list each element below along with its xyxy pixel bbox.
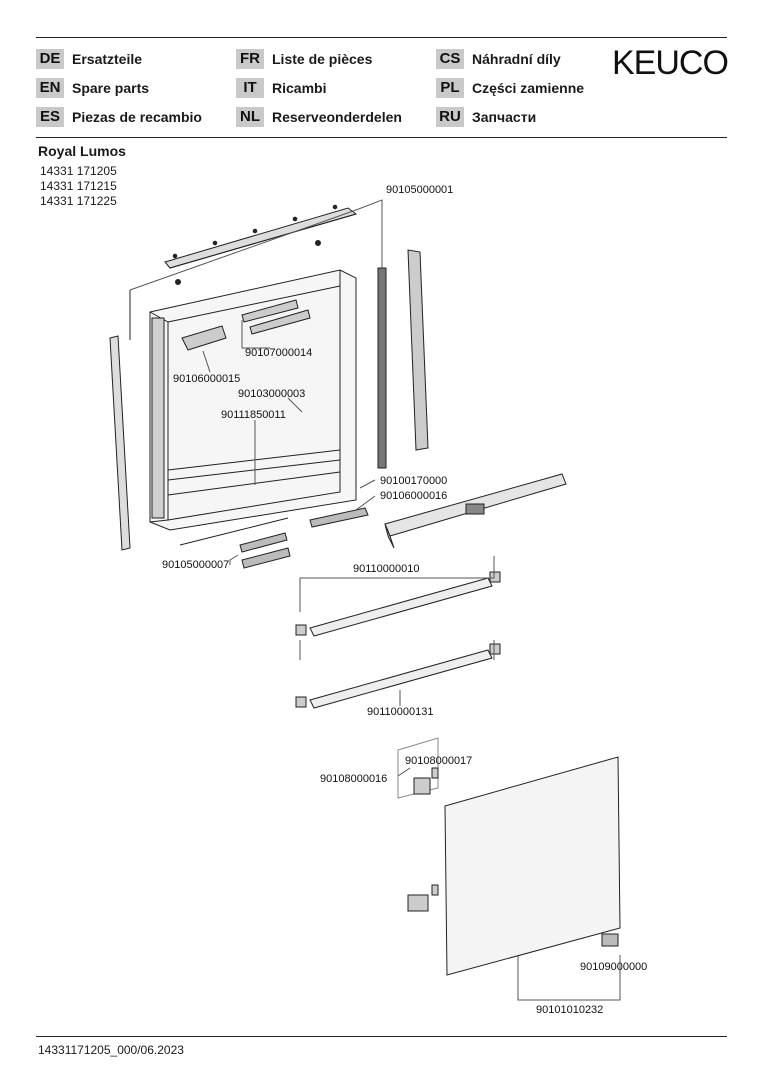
part-label: 90108000016 <box>320 773 387 785</box>
part-label: 90108000017 <box>405 755 472 767</box>
lang-nl: NL Reserveonderdelen <box>236 107 402 127</box>
bracket-parts <box>181 299 311 351</box>
keuco-logo: KEUCO <box>612 44 729 82</box>
screw-icons <box>172 204 338 285</box>
part-label: 90105000007 <box>162 559 229 571</box>
lang-code: FR <box>236 49 264 69</box>
document-code: 14331171205_000/06.2023 <box>38 1043 184 1057</box>
glass-shelf-lower <box>295 643 501 709</box>
part-label: 90110000010 <box>353 563 419 575</box>
lang-code: EN <box>36 78 64 98</box>
lang-label: Części zamienne <box>472 80 585 96</box>
top-cover-strip <box>164 207 358 269</box>
article-number: 14331 171225 <box>40 194 117 208</box>
part-label: 90107000014 <box>245 347 312 359</box>
lang-label: Liste de pièces <box>272 51 373 67</box>
lang-code: RU <box>436 107 464 127</box>
footer-rule <box>36 1036 727 1037</box>
lang-label: Ersatzteile <box>72 51 143 67</box>
part-label: 90103000003 <box>238 388 305 400</box>
article-number: 14331 171205 <box>40 164 117 178</box>
lang-cs: CS Náhradní díly <box>436 49 561 69</box>
lang-label: Spare parts <box>72 80 150 96</box>
lang-es: ES Piezas de recambio <box>36 107 202 127</box>
led-profile <box>377 267 387 469</box>
lang-label: Ricambi <box>272 80 327 96</box>
lang-code: NL <box>236 107 264 127</box>
article-number: 14331 171215 <box>40 179 117 193</box>
part-label: 90101010232 <box>536 1004 603 1016</box>
lang-pl: PL Części zamienne <box>436 78 584 98</box>
lang-ru: RU Запчасти <box>436 107 536 127</box>
cabinet-body <box>149 269 357 531</box>
lang-label: Reserveonderdelen <box>272 109 402 125</box>
left-side-strip <box>109 290 131 551</box>
glass-shelf-upper <box>295 571 501 637</box>
part-label: 90109000000 <box>580 961 647 973</box>
lang-code: DE <box>36 49 64 69</box>
leader-lines <box>129 199 621 1001</box>
small-parts <box>179 507 369 569</box>
lang-label: Náhradní díly <box>472 51 561 67</box>
lang-it: IT Ricambi <box>236 78 326 98</box>
product-name: Royal Lumos <box>38 143 126 159</box>
lang-label: Piezas de recambio <box>72 109 202 125</box>
lang-en: EN Spare parts <box>36 78 149 98</box>
lang-label: Запчасти <box>472 109 537 125</box>
part-label: 90106000016 <box>380 490 447 502</box>
bottom-light-profile <box>384 473 567 549</box>
lang-de: DE Ersatzteile <box>36 49 142 69</box>
part-label: 90105000001 <box>386 184 453 196</box>
lang-code: CS <box>436 49 464 69</box>
header-rule <box>36 137 727 138</box>
part-label: 90110000131 <box>367 706 433 718</box>
lang-code: ES <box>36 107 64 127</box>
lang-fr: FR Liste de pièces <box>236 49 372 69</box>
part-label: 90100170000 <box>380 475 447 487</box>
lang-code: PL <box>436 78 464 98</box>
lang-code: IT <box>236 78 264 98</box>
part-label: 90106000015 <box>173 373 240 385</box>
top-rule <box>36 37 727 38</box>
right-side-strip <box>407 249 429 451</box>
mirror-door <box>444 756 621 976</box>
part-label: 90111850011 <box>221 409 286 421</box>
hinge-parts <box>397 737 439 912</box>
